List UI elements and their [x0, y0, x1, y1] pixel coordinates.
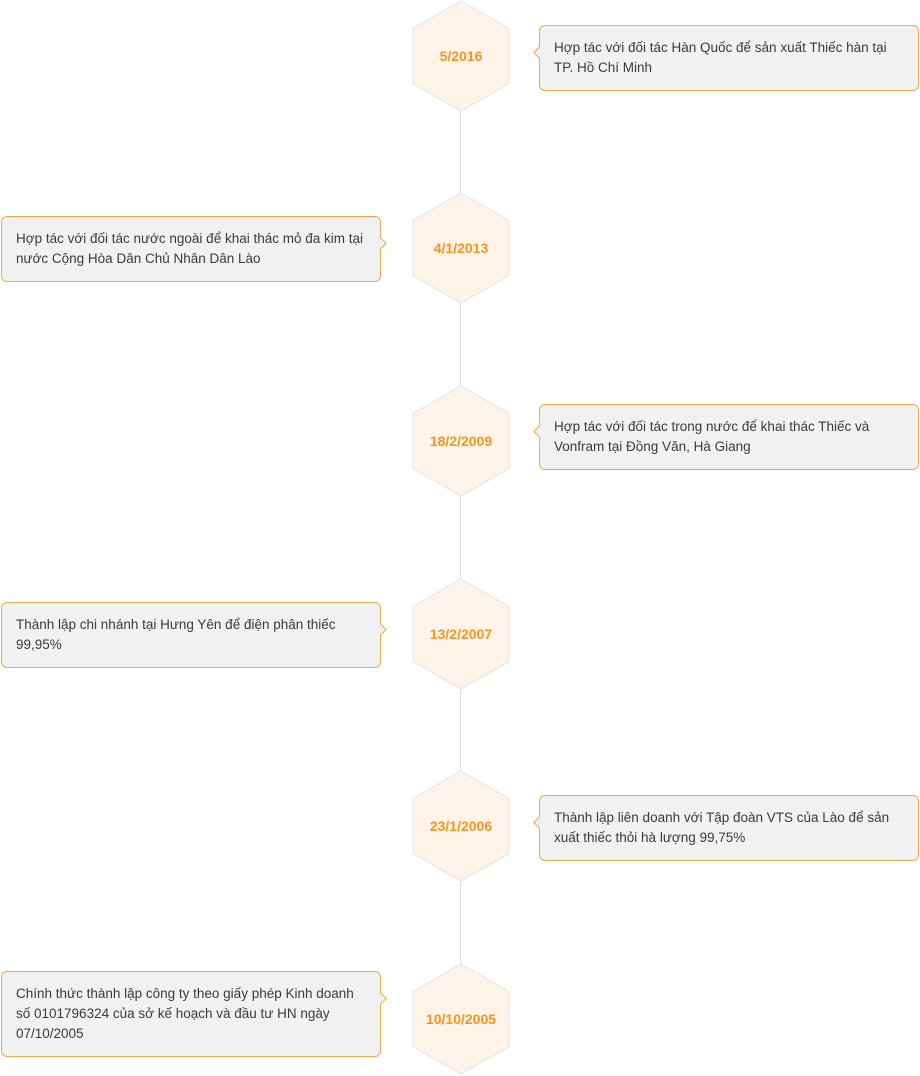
- card-pointer: [374, 623, 387, 636]
- timeline-event-card: Thành lập liên doanh với Tập đoàn VTS củ…: [533, 795, 919, 861]
- timeline-event-card: Chính thức thành lập công ty theo giấy p…: [1, 971, 387, 1057]
- card-pointer: [533, 46, 546, 59]
- timeline-event-text: Thành lập chi nhánh tại Hưng Yên để điện…: [16, 617, 336, 652]
- timeline-event-text: Hợp tác với đối tác nước ngoài để khai t…: [16, 231, 364, 266]
- timeline-connector: [460, 496, 461, 580]
- timeline-event-text: Hợp tác với đối tác trong nước để khai t…: [554, 419, 870, 454]
- timeline-date-hexagon: 5/2016: [412, 0, 510, 112]
- timeline-event-card: Thành lập chi nhánh tại Hưng Yên để điện…: [1, 602, 387, 668]
- timeline-connector: [460, 689, 461, 773]
- timeline-date: 23/1/2006: [429, 818, 493, 834]
- timeline-date-hexagon: 10/10/2005: [412, 963, 510, 1075]
- timeline-connector: [460, 881, 461, 965]
- timeline-event-text: Chính thức thành lập công ty theo giấy p…: [16, 986, 354, 1041]
- timeline-connector: [460, 110, 461, 194]
- card-pointer: [374, 992, 387, 1005]
- timeline-date-hexagon: 4/1/2013: [412, 192, 510, 304]
- card-pointer: [533, 425, 546, 438]
- card-pointer: [533, 816, 546, 829]
- timeline-date: 10/10/2005: [425, 1011, 497, 1027]
- timeline-event-text: Hợp tác với đối tác Hàn Quốc để sản xuất…: [554, 40, 887, 75]
- timeline-date: 13/2/2007: [429, 626, 493, 642]
- timeline-event-text: Thành lập liên doanh với Tập đoàn VTS củ…: [554, 810, 890, 845]
- timeline-event-card: Hợp tác với đối tác trong nước để khai t…: [533, 404, 919, 470]
- timeline-date: 5/2016: [439, 48, 483, 64]
- timeline-event-card: Hợp tác với đối tác Hàn Quốc để sản xuất…: [533, 25, 919, 91]
- timeline-date-hexagon: 23/1/2006: [412, 770, 510, 882]
- timeline-date: 18/2/2009: [429, 433, 493, 449]
- timeline-connector: [460, 303, 461, 387]
- card-pointer: [374, 237, 387, 250]
- timeline-event-card: Hợp tác với đối tác nước ngoài để khai t…: [1, 216, 387, 282]
- timeline-date-hexagon: 18/2/2009: [412, 385, 510, 497]
- timeline-date: 4/1/2013: [433, 240, 489, 256]
- timeline-date-hexagon: 13/2/2007: [412, 578, 510, 690]
